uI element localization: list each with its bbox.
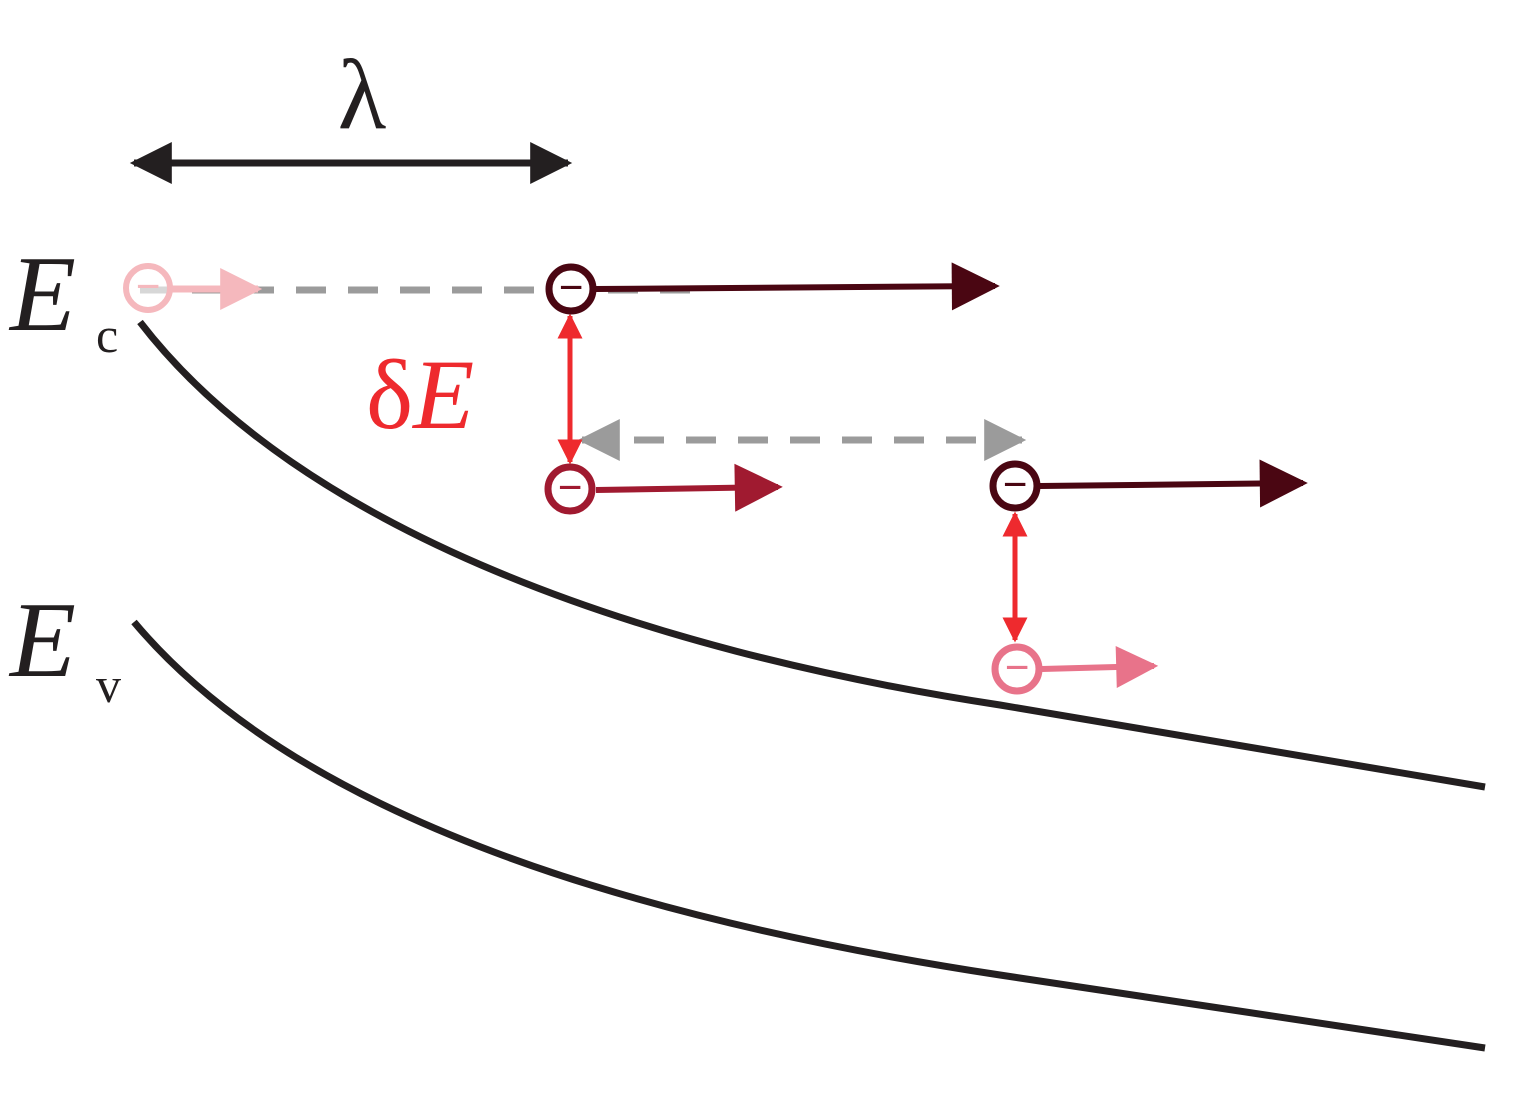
valence-band-curve bbox=[131, 619, 1486, 1052]
electron-pale-initial: − bbox=[123, 262, 263, 313]
electron-rose-lower-right: − bbox=[991, 643, 1159, 695]
velocity-arrow-rose bbox=[1041, 646, 1159, 689]
velocity-arrow-dark-upper-left bbox=[595, 262, 1000, 311]
electron-minus-dark-upper-left: − bbox=[558, 263, 583, 312]
ev-label: E bbox=[8, 581, 76, 700]
electron-circle-dark-right bbox=[989, 460, 1041, 512]
delta-e-label: δE bbox=[366, 339, 474, 450]
electron-minus-crimson: − bbox=[557, 463, 582, 512]
velocity-arrow-dark-right bbox=[1039, 459, 1308, 508]
lambda-label: λ bbox=[338, 39, 387, 150]
ec-label: E bbox=[8, 235, 76, 354]
electron-circle-rose bbox=[991, 643, 1043, 695]
ec-label-subscript: c bbox=[96, 307, 118, 363]
electron-dark-upper-left: − bbox=[545, 262, 1000, 315]
ev-label-main: E bbox=[8, 581, 76, 700]
electron-circle-crimson bbox=[544, 463, 596, 515]
conduction-band-curve bbox=[137, 319, 1486, 791]
electron-minus-pale: − bbox=[135, 262, 160, 311]
electron-minus-dark-right: − bbox=[1002, 460, 1027, 509]
velocity-arrow-crimson bbox=[595, 463, 783, 512]
electron-minus-rose: − bbox=[1004, 643, 1029, 692]
electron-crimson-lower-left: − bbox=[544, 463, 783, 515]
electron-circle-dark-upper-left bbox=[545, 263, 597, 315]
delta-symbol: δ bbox=[366, 339, 413, 450]
electron-circle-pale bbox=[123, 263, 173, 313]
ec-label-main: E bbox=[8, 235, 76, 354]
ev-label-subscript: v bbox=[96, 657, 121, 713]
delta-e-main: E bbox=[411, 339, 474, 450]
electron-dark-right: − bbox=[989, 459, 1308, 512]
